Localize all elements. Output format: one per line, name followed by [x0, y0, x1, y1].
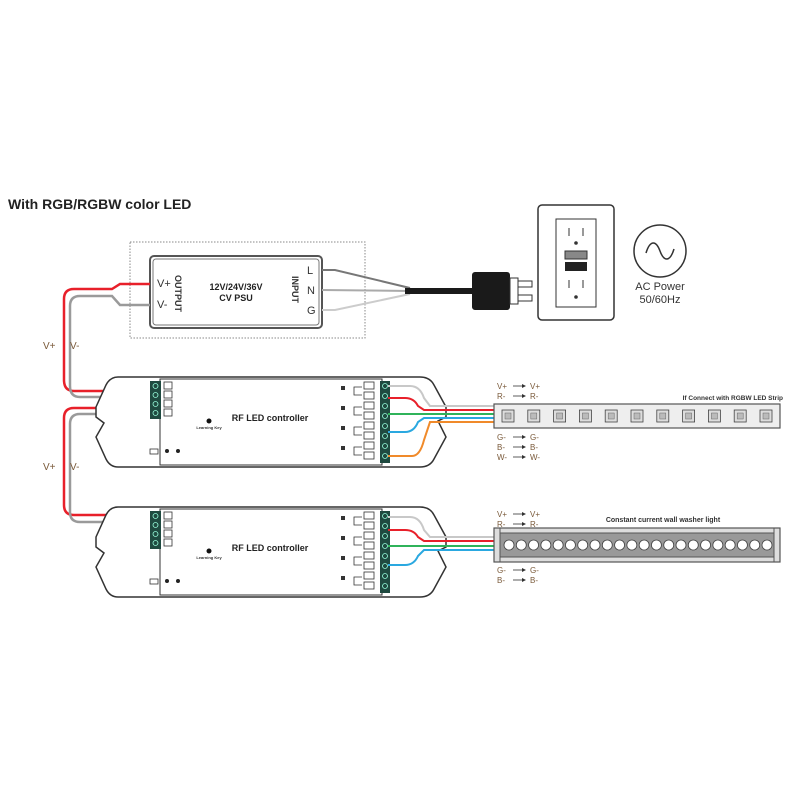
pin-from-label: R-: [497, 392, 506, 401]
psu-unit: V+ V- OUTPUT 12V/24V/36V CV PSU INPUT L …: [129, 241, 366, 339]
link1-minus-label: V-: [70, 341, 79, 352]
input-terminal-block: [150, 381, 161, 419]
pin-from-label: W-: [497, 453, 507, 462]
power-plug: [472, 272, 533, 310]
ac-power-symbol: AC Power 50/60Hz: [633, 224, 687, 306]
psu-out-minus: V-: [157, 299, 168, 311]
washer-led: [712, 539, 724, 551]
washer-led: [540, 539, 552, 551]
washer-led: [761, 539, 773, 551]
washer-led: [565, 539, 576, 551]
controller-label: RF LED controller: [232, 543, 309, 553]
wall-outlet: [537, 204, 615, 321]
washer-led: [638, 539, 650, 551]
pin-from-label: B-: [497, 443, 505, 452]
link1-plus-label: V+: [43, 341, 56, 352]
controller-chain-wires: [62, 402, 150, 524]
pin-from-label: G-: [497, 433, 506, 442]
pin-to-label: R-: [530, 520, 539, 529]
wall-washer-light: Constant current wall washer light V+V+R…: [493, 510, 781, 585]
pin-to-label: B-: [530, 576, 538, 585]
ac-power-label: AC Power: [635, 281, 685, 293]
washer-led: [528, 539, 539, 551]
pin-to-label: G-: [530, 433, 539, 442]
output-terminal-block: [380, 381, 390, 463]
washer-led: [749, 539, 761, 551]
psu-in-l: L: [307, 265, 313, 277]
psu-out-plus: V+: [157, 278, 171, 290]
washer-led: [737, 539, 748, 551]
learning-key-label: Learning Key: [196, 425, 222, 430]
rf-led-controller-2: Learning Key RF LED controller: [95, 506, 447, 598]
psu-type: CV PSU: [219, 293, 253, 303]
psu-to-controller-wires: [62, 282, 150, 399]
pin-from-label: B-: [497, 576, 505, 585]
washer-led: [601, 539, 613, 551]
washer-led: [700, 539, 711, 551]
pin-to-label: G-: [530, 566, 539, 575]
washer-led: [503, 539, 515, 551]
pin-from-label: V+: [497, 510, 507, 519]
diagram-title: With RGB/RGBW color LED: [8, 196, 192, 212]
washer-led: [552, 539, 564, 551]
controller2-output-wires: [388, 516, 495, 566]
rgbw-led-strip: If Connect with RGBW LED Strip V+V+R-R- …: [493, 382, 783, 462]
washer-led: [589, 539, 601, 551]
learning-key-label: Learning Key: [196, 555, 222, 560]
psu-in-n: N: [307, 285, 315, 297]
link2-minus-label: V-: [70, 462, 79, 473]
output-terminal-block: [380, 511, 390, 593]
psu-output-label: OUTPUT: [173, 275, 183, 313]
learning-key-button[interactable]: [206, 548, 212, 554]
learning-key-button[interactable]: [206, 418, 212, 424]
pin-from-label: G-: [497, 566, 506, 575]
ac-sine-icon: [633, 224, 687, 278]
ac-frequency-label: 50/60Hz: [640, 294, 681, 306]
washer-led: [614, 539, 625, 551]
rf-led-controller-1: Learning Key RF LED controller: [95, 376, 447, 468]
washer-led: [687, 539, 699, 551]
washer-led: [675, 539, 687, 551]
pin-to-label: W-: [530, 453, 540, 462]
psu-input-label: INPUT: [290, 276, 300, 304]
pin-to-label: V+: [530, 382, 540, 391]
led-strip-caption: If Connect with RGBW LED Strip: [683, 395, 783, 402]
pin-from-label: V+: [497, 382, 507, 391]
pin-to-label: B-: [530, 443, 538, 452]
psu-voltage: 12V/24V/36V: [209, 282, 262, 292]
wall-washer-caption: Constant current wall washer light: [606, 517, 721, 524]
washer-led: [577, 539, 589, 551]
washer-led: [651, 539, 662, 551]
controller-label: RF LED controller: [232, 413, 309, 423]
link2-plus-label: V+: [43, 462, 56, 473]
input-terminal-block: [150, 511, 161, 549]
psu-body: [149, 255, 323, 329]
washer-led: [515, 539, 527, 551]
pin-to-label: R-: [530, 392, 539, 401]
ac-input-wires: [321, 269, 472, 311]
washer-led: [724, 539, 736, 551]
controller1-output-wires: [388, 385, 495, 457]
psu-in-g: G: [307, 305, 316, 317]
pin-from-label: R-: [497, 520, 506, 529]
pin-to-label: V+: [530, 510, 540, 519]
washer-led: [663, 539, 675, 551]
washer-led: [626, 539, 638, 551]
